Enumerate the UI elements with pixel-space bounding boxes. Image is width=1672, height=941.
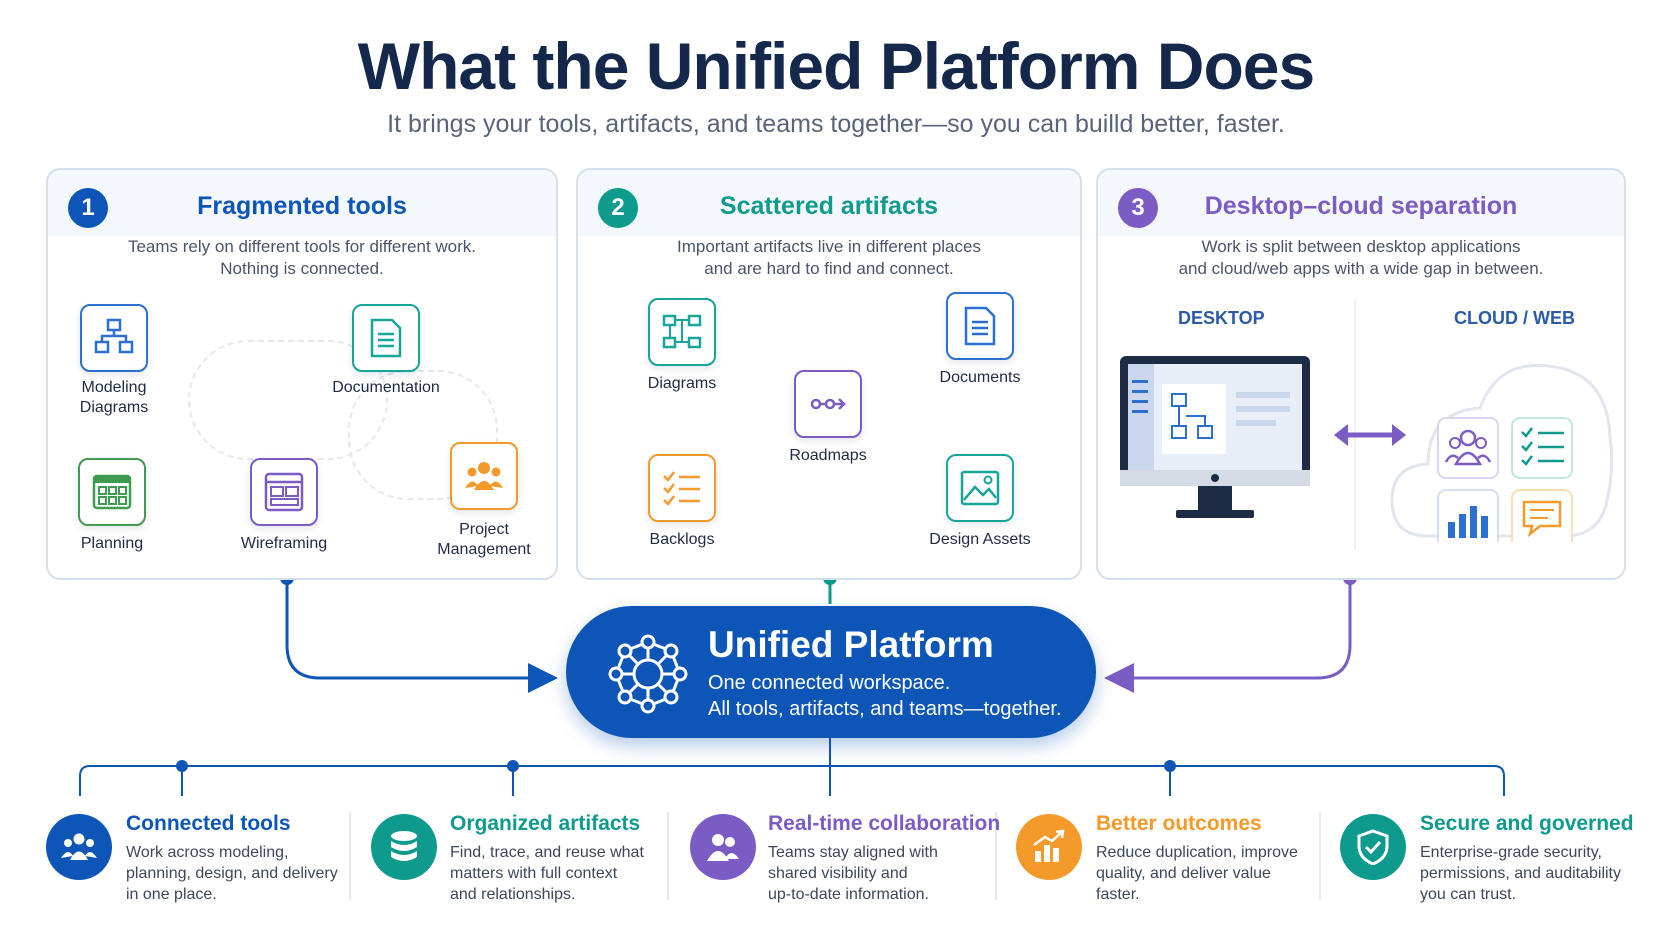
tile-label: Design Assets [929,531,1031,548]
tile-label: Wireframing [240,535,328,552]
feature-real-time-collaboration-icon [690,814,756,880]
bar-chart-icon [1437,489,1499,542]
step-number-2: 2 [598,188,638,228]
panel-title: Desktop–cloud separation [1204,192,1518,220]
people-icon [465,462,503,490]
page-title: What the Unified Platform Does [357,29,1315,103]
team-icon [1437,417,1499,479]
panel-desktop-cloud-separation: 3 Desktop–cloud separation Work is split… [1096,168,1626,580]
feature-title: Organized artifacts [450,812,641,835]
panel-title: Fragmented tools [197,192,407,220]
feature-description: Enterprise-grade security, permissions, … [1420,844,1621,903]
database-icon [391,831,417,861]
feature-description: Teams stay aligned with shared visibilit… [768,844,938,903]
diagram-icon [662,314,702,349]
panel-title: Scattered artifacts [719,192,939,220]
documents-tile[interactable] [946,292,1014,360]
desktop-monitor-icon [1120,356,1310,518]
panel-fragmented-tools: 1 Fragmented tools Teams rely on differe… [46,168,558,580]
team-icon [707,834,739,861]
cloud-web-label: CLOUD / WEB [1454,308,1575,328]
tile-label: Planning [80,535,144,552]
platform-tagline-2: All tools, artifacts, and teams—together… [708,698,1062,720]
page-subtitle: It brings your tools, artifacts, and tea… [387,110,1285,138]
wireframe-icon [264,472,304,512]
panel-description: Work is split between desktop applicatio… [1178,237,1544,278]
feature-description: Find, trace, and reuse what matters with… [450,844,644,903]
diagram-icon [94,318,134,354]
column-divider [1354,300,1356,550]
panel-scattered-artifacts: 2 Scattered artifacts Important artifact… [576,168,1082,580]
calendar-grid-icon [92,474,132,510]
chat-bubble-icon [1511,489,1573,542]
diagrams-tile[interactable] [648,298,716,366]
step-number-1: 1 [68,188,108,228]
checklist-icon [663,471,700,506]
tile-label: Documents [939,369,1021,386]
feature-connected-tools-icon [46,814,112,880]
connector-arrow-3 [1104,578,1352,693]
chart-up-icon [1033,829,1065,862]
tile-label: Diagrams [647,375,717,392]
tile-label: Documentation [332,379,440,396]
panel-description: Teams rely on different tools for differ… [127,237,477,278]
platform-title: Unified Platform [708,624,994,665]
panel-description: Important artifacts live in different pl… [677,237,981,278]
connector-arrow-1 [285,578,558,693]
planning-tile[interactable] [78,458,146,526]
project-management-tile[interactable] [450,442,518,510]
feature-title: Connected tools [126,812,291,835]
roadmaps-tile[interactable] [794,370,862,438]
network-hub-icon [608,634,688,714]
shield-icon [1357,829,1389,865]
feature-description: Work across modeling, planning, design, … [126,844,338,903]
tile-label: Project Management [437,521,531,558]
feature-description: Reduce duplication, improve quality, and… [1096,844,1298,903]
roadmap-icon [810,398,846,410]
double-arrow-icon [1334,424,1406,446]
checklist-icon [1511,417,1573,479]
document-icon [370,318,402,358]
feature-better-outcomes-icon [1016,814,1082,880]
platform-tagline-1: One connected workspace. [708,672,951,694]
document-icon [964,306,996,346]
cloud-icon [1390,363,1614,542]
image-icon [960,470,1000,506]
people-icon [61,833,97,860]
tile-label: Roadmaps [789,447,867,464]
desktop-label: DESKTOP [1178,308,1265,328]
tile-label: Backlogs [649,531,715,548]
unified-platform-hub: Unified Platform One connected workspace… [566,606,1096,738]
feature-title: Real-time collaboration [768,812,1001,835]
design-assets-tile[interactable] [946,454,1014,522]
feature-title: Better outcomes [1096,812,1262,835]
step-number-3: 3 [1118,188,1158,228]
modeling-diagrams-tile[interactable] [80,304,148,372]
backlogs-tile[interactable] [648,454,716,522]
feature-secure-and-governed-icon [1340,814,1406,880]
feature-bus-line [79,765,1505,796]
documentation-tile[interactable] [352,304,420,372]
wireframing-tile[interactable] [250,458,318,526]
feature-title: Secure and governed [1420,812,1634,835]
tile-label: Modeling Diagrams [79,379,149,416]
feature-organized-artifacts-icon [371,814,437,880]
